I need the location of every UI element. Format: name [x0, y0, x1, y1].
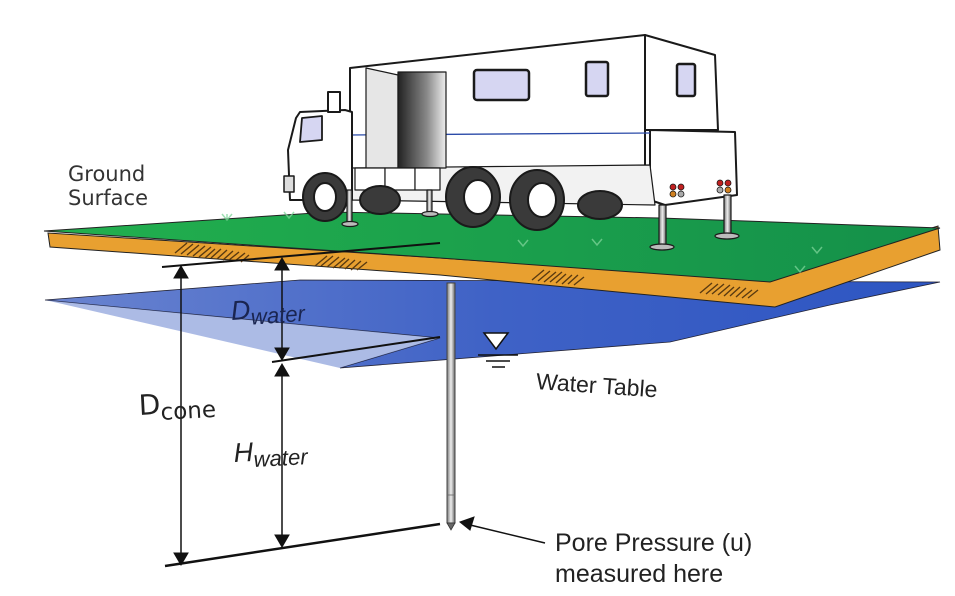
- ground-surface-label-line1: Ground: [68, 162, 146, 186]
- truck-wheels: [302, 166, 623, 231]
- d-water-label-sub: water: [250, 301, 306, 330]
- d-water-label: Dwater: [229, 293, 306, 330]
- pore-pressure-label-line1: Pore Pressure (u): [555, 529, 753, 557]
- d-cone-label-main: D: [137, 387, 162, 422]
- pore-pressure-arrow: [465, 523, 546, 544]
- ground-surface-label-line2: Surface: [68, 186, 149, 210]
- h-water-label-main: H: [232, 436, 254, 468]
- ground-surface-label: Ground Surface: [68, 162, 148, 210]
- pore-pressure-label: Pore Pressure (u) measured here: [555, 528, 752, 590]
- dimension-lines: [161, 242, 546, 568]
- tail-lights: [669, 179, 732, 198]
- h-water-label-sub: water: [252, 444, 309, 473]
- d-water-label-main: D: [229, 294, 252, 326]
- cpt-truck: [283, 34, 740, 251]
- d-cone-label: Dcone: [137, 387, 217, 426]
- soil-hatching: [174, 242, 759, 299]
- cpt-probe-rod: [446, 282, 456, 531]
- leveling-jacks: [341, 189, 740, 251]
- h-water-label: Hwater: [232, 436, 308, 472]
- d-cone-label-sub: cone: [160, 397, 217, 427]
- water-table-symbol: [478, 332, 518, 368]
- grass-tufts: [221, 211, 823, 274]
- pore-pressure-label-line2: measured here: [555, 560, 724, 588]
